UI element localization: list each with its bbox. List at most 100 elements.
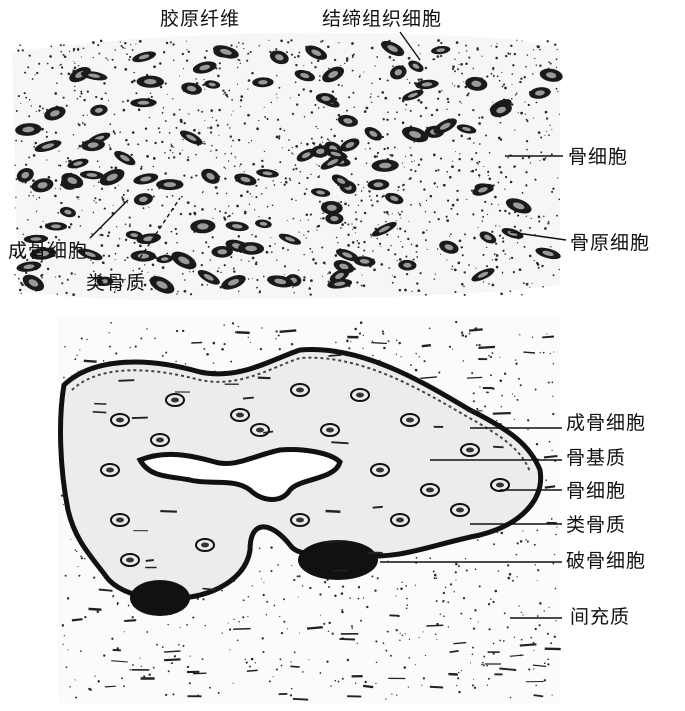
stipple-dot — [179, 109, 181, 111]
stipple-dot — [110, 322, 112, 324]
stipple-dot — [537, 569, 539, 571]
stipple-dot — [398, 186, 400, 188]
stipple-dot — [278, 135, 280, 137]
stipple-dot — [473, 392, 475, 394]
stipple-dot — [275, 338, 276, 339]
stipple-dot — [354, 227, 357, 230]
stipple-dot — [222, 89, 224, 91]
stipple-dot — [376, 195, 378, 197]
stipple-dot — [320, 41, 322, 43]
stipple-dot — [272, 180, 274, 182]
stipple-dot — [478, 174, 480, 176]
stipple-dot — [287, 249, 289, 251]
stipple-dot — [274, 243, 275, 244]
stipple-dot — [472, 68, 473, 69]
stipple-dot — [188, 156, 190, 158]
stipple-dot — [75, 679, 76, 680]
stipple-dot — [288, 149, 290, 151]
stipple-dot — [468, 137, 471, 140]
stipple-dot — [165, 352, 167, 354]
stipple-dot — [539, 49, 541, 51]
stipple-dot — [205, 241, 207, 243]
stipple-dot — [159, 62, 162, 65]
stipple-dot — [392, 65, 394, 67]
stipple-dot — [278, 334, 280, 336]
stipple-dot — [514, 637, 515, 638]
stipple-dot — [417, 289, 420, 292]
stipple-dot — [437, 98, 439, 100]
stipple-dot — [386, 133, 388, 135]
stipple-dot — [99, 199, 101, 201]
stipple-dot — [416, 282, 418, 284]
stipple-dot — [33, 154, 36, 157]
stipple-dot — [247, 89, 248, 90]
stipple-dot — [465, 62, 468, 64]
mesenchyme-cell — [72, 619, 83, 620]
stipple-dot — [408, 687, 409, 688]
stipple-dot — [81, 337, 83, 339]
stipple-dot — [240, 99, 243, 102]
stipple-dot — [302, 88, 304, 90]
stipple-dot — [227, 96, 229, 98]
stipple-dot — [355, 157, 358, 160]
stipple-dot — [478, 344, 480, 346]
stipple-dot — [423, 188, 425, 190]
stipple-dot — [146, 328, 147, 329]
stipple-dot — [392, 213, 393, 214]
stipple-dot — [489, 178, 492, 181]
stipple-dot — [399, 228, 401, 230]
stipple-dot — [537, 615, 539, 617]
stipple-dot — [285, 177, 287, 179]
stipple-dot — [47, 63, 49, 65]
stipple-dot — [388, 268, 389, 269]
stipple-dot — [84, 616, 86, 618]
stipple-dot — [461, 332, 463, 334]
stipple-dot — [559, 114, 560, 115]
stipple-dot — [335, 680, 337, 682]
stipple-dot — [452, 140, 454, 142]
stipple-dot — [398, 236, 400, 238]
stipple-dot — [140, 168, 142, 170]
stipple-dot — [80, 91, 82, 93]
stipple-dot — [300, 171, 302, 173]
stipple-dot — [295, 164, 297, 166]
stipple-dot — [499, 210, 501, 212]
stipple-dot — [49, 55, 52, 58]
stipple-dot — [448, 626, 449, 627]
stipple-dot — [269, 680, 271, 682]
stipple-dot — [164, 172, 167, 175]
stipple-dot — [370, 96, 372, 98]
stipple-dot — [420, 115, 422, 117]
stipple-dot — [386, 119, 388, 121]
stipple-dot — [336, 237, 338, 239]
stipple-dot — [483, 656, 485, 658]
stipple-dot — [320, 672, 322, 674]
stipple-dot — [101, 234, 103, 236]
label-osteoid-top: 类骨质 — [86, 272, 146, 294]
stipple-dot — [473, 237, 476, 240]
stipple-dot — [110, 268, 112, 270]
stipple-dot — [121, 196, 123, 198]
stipple-dot — [65, 292, 67, 294]
stipple-dot — [125, 239, 127, 241]
stipple-dot — [63, 377, 65, 379]
stipple-dot — [518, 605, 519, 606]
stipple-dot — [172, 98, 173, 99]
stipple-dot — [447, 98, 449, 100]
stipple-dot — [180, 213, 182, 215]
stipple-dot — [452, 161, 453, 162]
stipple-dot — [259, 571, 260, 572]
stipple-dot — [15, 207, 16, 208]
stipple-dot — [310, 174, 311, 175]
stipple-dot — [516, 554, 518, 556]
stipple-dot — [259, 45, 261, 47]
stipple-dot — [396, 354, 397, 355]
stipple-dot — [58, 165, 59, 166]
stipple-dot — [358, 205, 359, 206]
stipple-dot — [77, 98, 79, 100]
stipple-dot — [539, 624, 541, 626]
stipple-dot — [280, 39, 283, 42]
stipple-dot — [482, 662, 484, 664]
stipple-dot — [491, 203, 493, 205]
stipple-dot — [170, 41, 172, 43]
